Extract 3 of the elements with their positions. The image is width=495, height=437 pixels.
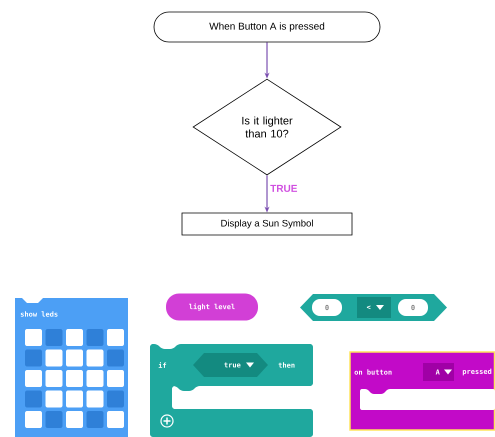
code-block (300, 294, 447, 321)
process-box: Display a Sun Symbol (182, 212, 352, 236)
edge-label: TRUE (270, 184, 298, 192)
